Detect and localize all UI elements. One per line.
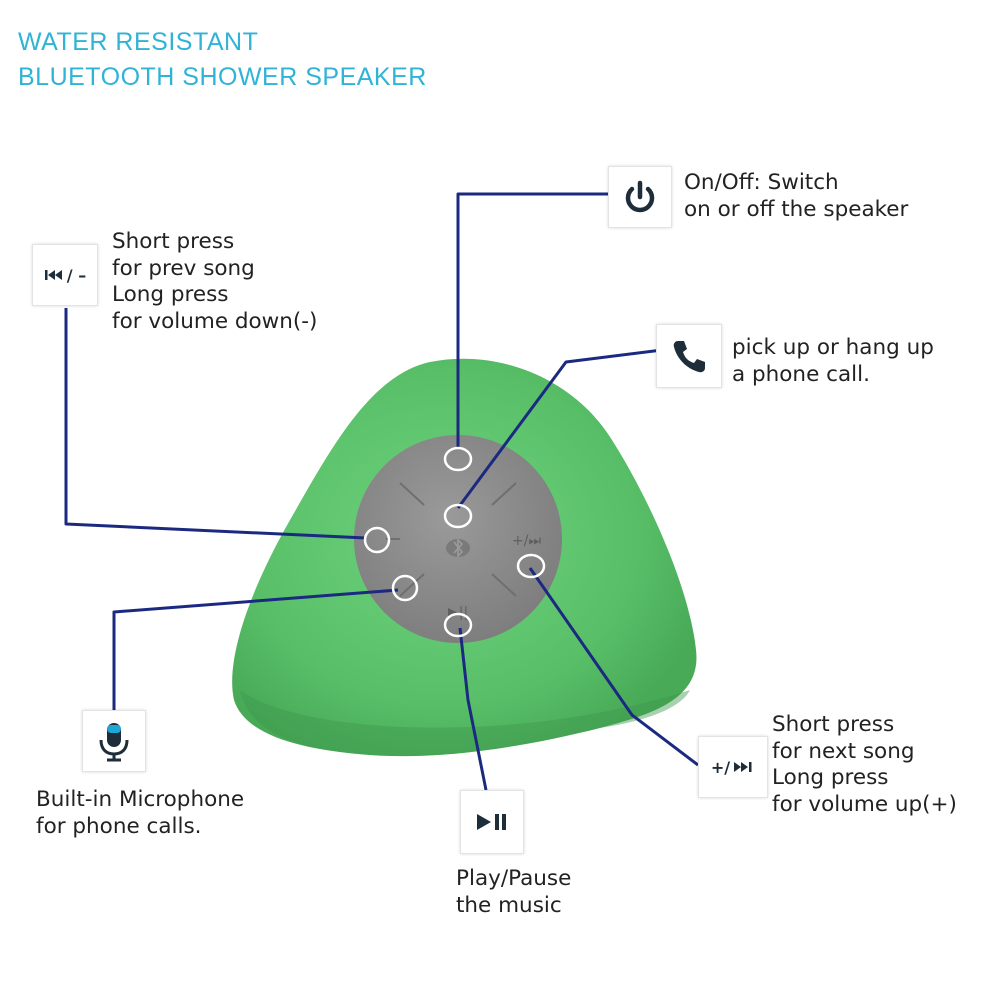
next-description-line-1: Short press: [772, 712, 895, 737]
title-line-1: WATER RESISTANT: [18, 28, 259, 56]
prev-description: Short press for prev song Long press for…: [112, 229, 317, 335]
power-description-line-1: On/Off: Switch: [684, 170, 839, 195]
panel-plus-next-glyph: +/⏭: [512, 533, 541, 549]
title-line-2: BLUETOOTH SHOWER SPEAKER: [18, 63, 427, 91]
mic-description-line-1: Built-in Microphone: [36, 787, 245, 812]
microphone-icon: [99, 723, 129, 762]
next-box-text: +/: [710, 757, 731, 777]
panel-dividers: [386, 482, 517, 597]
button-markers: [363, 446, 546, 638]
phone-callout-line: [456, 348, 663, 509]
play-description: Play/Pause the music: [456, 866, 571, 919]
speaker-body-shade: [240, 690, 690, 757]
next-description-line-2: for next song: [772, 738, 915, 764]
next-description-line-4: for volume up(+): [772, 791, 957, 817]
prev-callout-line: [64, 308, 367, 540]
play-icon-box: [460, 790, 524, 854]
next-description-line-3: Long press: [772, 765, 889, 790]
prev-description-line-4: for volume down(-): [112, 308, 318, 334]
phone-icon-box: [656, 324, 722, 388]
play-description-line-2: the music: [456, 892, 562, 918]
power-description-line-2: on or off the speaker: [684, 196, 909, 222]
marker-prev: [363, 526, 391, 554]
next-icon: [734, 762, 752, 772]
mic-description: Built-in Microphone for phone calls.: [36, 787, 244, 840]
mic-callout-line: [112, 588, 399, 712]
bluetooth-logo-icon: [446, 538, 470, 558]
play-pause-icon: [477, 814, 506, 830]
prev-description-line-3: Long press: [112, 282, 229, 307]
prev-box-text: / –: [66, 265, 87, 285]
play-callout-line: [458, 627, 488, 791]
next-description: Short press for next song Long press for…: [772, 712, 957, 818]
mic-icon-box: [82, 710, 146, 772]
callout-lines: [64, 192, 699, 791]
marker-phone: [443, 503, 473, 529]
next-callout-line: [528, 567, 699, 767]
next-icon-box: +/: [698, 736, 768, 798]
prev-description-line-1: Short press: [112, 229, 235, 254]
play-description-line-1: Play/Pause: [456, 866, 572, 891]
mic-description-line-2: for phone calls.: [36, 813, 202, 839]
marker-power: [443, 446, 473, 472]
power-icon: [625, 180, 655, 213]
prev-description-line-2: for prev song: [112, 255, 255, 281]
power-icon-box: [608, 166, 672, 228]
power-callout-line: [456, 192, 612, 448]
prev-icon-box: / –: [32, 244, 98, 306]
phone-description-line-1: pick up or hang up: [732, 335, 934, 360]
prev-icon: [44, 270, 62, 280]
phone-description: pick up or hang up a phone call.: [732, 335, 934, 388]
marker-mic: [391, 574, 419, 602]
phone-icon: [673, 341, 705, 373]
marker-next: [516, 553, 546, 579]
power-description: On/Off: Switch on or off the speaker: [684, 170, 908, 223]
marker-play: [443, 612, 473, 638]
phone-description-line-2: a phone call.: [732, 361, 870, 387]
